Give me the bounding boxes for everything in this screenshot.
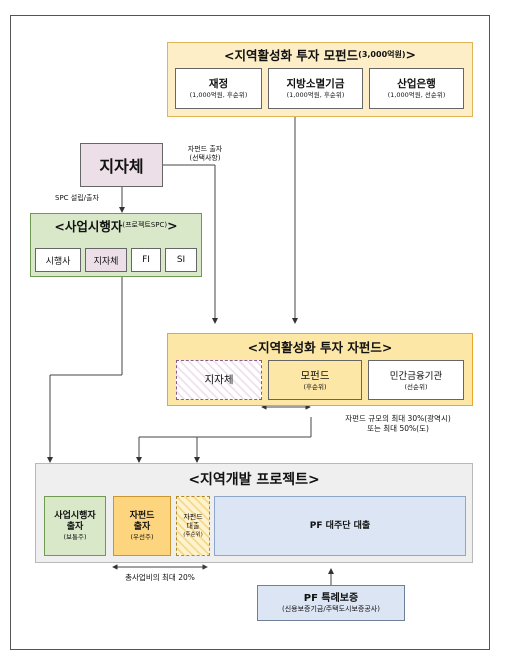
mother-fund-box-finance: 재정 (1,000억원, 후순위) — [175, 68, 262, 109]
operator-item-fi: FI — [131, 248, 161, 272]
note-spc: SPC 설립/출자 — [55, 194, 99, 202]
pf-guarantee-box: PF 특례보증 (신용보증기금/주택도시보증공사) — [257, 585, 405, 621]
note-total-cost: 총사업비의 최대 20% — [125, 573, 195, 582]
operator-title: <사업시행자(프로젝트SPC)> — [54, 217, 178, 234]
operator-item-local-gov: 지자체 — [85, 248, 127, 272]
project-box-subfund-equity: 자펀드 출자 (우선주) — [113, 496, 171, 556]
mother-fund-title: <지역활성화 투자 모펀드(3,000억원)> — [223, 46, 416, 63]
project-box-operator-equity: 사업시행자 출자 (보통주) — [44, 496, 106, 556]
sub-fund-box-mother: 모펀드 (후순위) — [268, 360, 362, 400]
operator-panel: <사업시행자(프로젝트SPC)> 시행사 지자체 FI SI — [30, 213, 202, 277]
mother-fund-box-extinction-fund: 지방소멸기금 (1,000억원, 후순위) — [268, 68, 363, 109]
sub-fund-title: <지역활성화 투자 자펀드> — [247, 339, 393, 355]
project-panel: <지역개발 프로젝트> 사업시행자 출자 (보통주) 자펀드 출자 (우선주) … — [35, 463, 473, 563]
operator-item-developer: 시행사 — [35, 248, 81, 272]
note-subfund-invest: 자펀드 출자 (선택사항) — [187, 145, 223, 162]
sub-fund-box-private-finance: 민간금융기관 (선순위) — [368, 360, 464, 400]
mother-fund-box-kdb: 산업은행 (1,000억원, 선순위) — [369, 68, 464, 109]
diagram-frame — [10, 15, 490, 650]
project-title: <지역개발 프로젝트> — [188, 472, 320, 488]
note-subfund-scale: 자펀드 규모의 최대 30%(광역시) 또는 최대 50%(도) — [345, 414, 451, 433]
project-box-pf-loan: PF 대주단 대출 — [214, 496, 466, 556]
sub-fund-box-local-gov: 지자체 — [176, 360, 262, 400]
local-gov-box: 지자체 — [80, 143, 163, 187]
operator-item-si: SI — [165, 248, 197, 272]
mother-fund-panel: <지역활성화 투자 모펀드(3,000억원)> 재정 (1,000억원, 후순위… — [167, 42, 473, 117]
project-box-subfund-loan: 자펀드 대출 (후순위) — [176, 496, 210, 556]
sub-fund-panel: <지역활성화 투자 자펀드> 지자체 모펀드 (후순위) 민간금융기관 (선순위… — [167, 333, 473, 406]
